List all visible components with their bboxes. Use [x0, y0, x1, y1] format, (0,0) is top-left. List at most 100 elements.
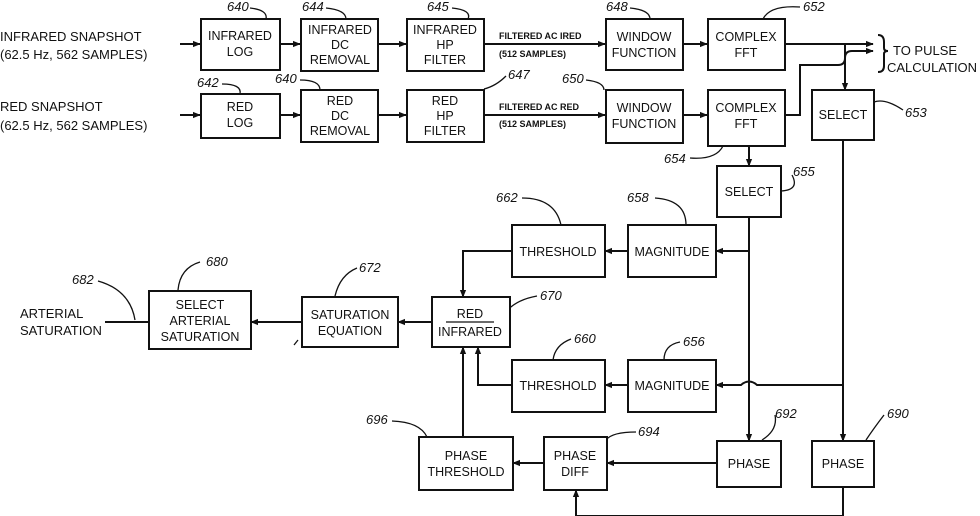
wire-phase690-diff: [576, 487, 843, 516]
ref-644: 644: [302, 0, 324, 14]
svg-text:FFT: FFT: [735, 117, 758, 131]
ref-653: 653: [905, 105, 927, 120]
leader-652: [763, 7, 800, 19]
stray-mark: [294, 340, 298, 345]
svg-text:FILTER: FILTER: [424, 53, 466, 67]
svg-text:REMOVAL: REMOVAL: [310, 124, 370, 138]
blocks: INFRARED LOG INFRARED DC REMOVAL INFRARE…: [149, 19, 874, 490]
ref-647: 647: [508, 67, 530, 82]
ref-672: 672: [359, 260, 381, 275]
block-infrared-hp-filter: INFRARED HP FILTER: [407, 19, 484, 71]
leader-648: [630, 8, 650, 19]
ref-680: 680: [206, 254, 228, 269]
block-red-log: RED LOG: [201, 94, 280, 138]
ir-filtered-samples: (512 SAMPLES): [499, 49, 566, 59]
leader-640a: [250, 8, 266, 19]
svg-text:FFT: FFT: [735, 46, 758, 60]
ref-692: 692: [775, 406, 797, 421]
arterial-label-line2: SATURATION: [20, 323, 102, 338]
leader-662: [522, 198, 561, 225]
svg-text:SATURATION: SATURATION: [161, 330, 240, 344]
leader-lines: [98, 7, 903, 440]
leader-694: [606, 432, 636, 440]
leader-692: [762, 415, 775, 440]
ref-696: 696: [366, 412, 388, 427]
svg-text:FILTER: FILTER: [424, 124, 466, 138]
red-filtered-samples: (512 SAMPLES): [499, 119, 566, 129]
svg-text:HP: HP: [436, 38, 453, 52]
ref-694: 694: [638, 424, 660, 439]
svg-text:MAGNITUDE: MAGNITUDE: [635, 379, 710, 393]
ref-690: 690: [887, 406, 909, 421]
leader-653: [874, 101, 903, 110]
svg-text:LOG: LOG: [227, 116, 253, 130]
block-saturation-equation: SATURATION EQUATION: [302, 297, 398, 347]
svg-text:HP: HP: [436, 109, 453, 123]
leader-660: [553, 339, 571, 360]
block-magnitude-658: MAGNITUDE: [628, 225, 716, 277]
ref-660: 660: [574, 331, 596, 346]
svg-text:THRESHOLD: THRESHOLD: [427, 465, 504, 479]
ref-658: 658: [627, 190, 649, 205]
svg-text:SELECT: SELECT: [176, 298, 225, 312]
svg-text:DIFF: DIFF: [561, 465, 589, 479]
svg-text:FUNCTION: FUNCTION: [612, 46, 677, 60]
ref-670: 670: [540, 288, 562, 303]
block-threshold-662: THRESHOLD: [512, 225, 605, 277]
svg-text:FUNCTION: FUNCTION: [612, 117, 677, 131]
svg-text:THRESHOLD: THRESHOLD: [519, 379, 596, 393]
svg-text:SELECT: SELECT: [725, 185, 774, 199]
leader-647: [484, 76, 506, 89]
block-red-infrared-ratio: RED INFRARED: [432, 297, 510, 347]
leader-672: [335, 268, 357, 296]
ref-655: 655: [793, 164, 815, 179]
block-phase-threshold: PHASE THRESHOLD: [419, 437, 513, 490]
block-phase-diff: PHASE DIFF: [544, 437, 607, 490]
svg-text:INFRARED: INFRARED: [308, 23, 372, 37]
ref-650: 650: [562, 71, 584, 86]
block-select-arterial-saturation: SELECT ARTERIAL SATURATION: [149, 291, 251, 349]
block-red-complex-fft: COMPLEX FFT: [708, 90, 785, 146]
ir-filtered-label: FILTERED AC IRED: [499, 31, 582, 41]
svg-text:INFRARED: INFRARED: [208, 29, 272, 43]
ref-640a: 640: [227, 0, 249, 14]
ref-662: 662: [496, 190, 518, 205]
ref-645: 645: [427, 0, 449, 14]
svg-text:DC: DC: [331, 109, 349, 123]
leader-690: [866, 415, 884, 440]
ref-640b: 640: [275, 71, 297, 86]
red-filtered-label: FILTERED AC RED: [499, 102, 579, 112]
infrared-input-rate: (62.5 Hz, 562 SAMPLES): [0, 47, 147, 62]
leader-640b: [300, 80, 320, 90]
leader-644: [326, 8, 346, 19]
block-infrared-complex-fft: COMPLEX FFT: [708, 19, 785, 70]
svg-text:PHASE: PHASE: [554, 449, 596, 463]
svg-text:PHASE: PHASE: [445, 449, 487, 463]
block-infrared-window-function: WINDOW FUNCTION: [606, 19, 683, 70]
infrared-input-label: INFRARED SNAPSHOT: [0, 29, 142, 44]
block-select-653: SELECT: [812, 90, 874, 140]
wire-thr662-ratio: [463, 251, 512, 297]
leader-654: [690, 146, 723, 158]
wire-select653-mag656: [716, 382, 843, 386]
ref-654: 654: [664, 151, 686, 166]
block-infrared-log: INFRARED LOG: [201, 19, 280, 70]
block-select-655: SELECT: [717, 166, 781, 217]
svg-text:PHASE: PHASE: [728, 457, 770, 471]
svg-text:RED: RED: [227, 100, 253, 114]
block-phase-690: PHASE: [812, 441, 874, 487]
pulse-label-line1: TO PULSE: [893, 43, 957, 58]
leader-645: [452, 8, 469, 19]
leader-696: [392, 421, 427, 437]
svg-text:RED: RED: [327, 94, 353, 108]
ref-656: 656: [683, 334, 705, 349]
block-phase-692: PHASE: [717, 441, 781, 487]
ref-642: 642: [197, 75, 219, 90]
red-input-label: RED SNAPSHOT: [0, 99, 103, 114]
leader-682: [98, 281, 135, 320]
svg-text:REMOVAL: REMOVAL: [310, 53, 370, 67]
block-red-window-function: WINDOW FUNCTION: [606, 90, 683, 143]
svg-text:RED: RED: [432, 94, 458, 108]
